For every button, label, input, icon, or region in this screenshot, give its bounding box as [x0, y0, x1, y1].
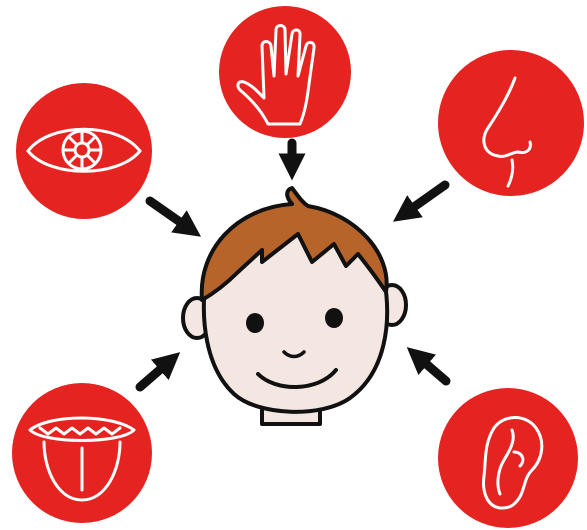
left-eye [246, 313, 264, 333]
nose-smell [438, 50, 584, 196]
ear-hearing [438, 388, 578, 528]
hand-touch [219, 6, 351, 138]
arrow-from-nose [404, 185, 445, 214]
arrow-from-ear [417, 356, 446, 381]
child-face-icon [183, 188, 406, 424]
eye-sight [16, 83, 152, 219]
right-eye [325, 308, 343, 328]
arrow-from-mouth [140, 361, 170, 387]
arrow-from-eye [150, 201, 190, 229]
mouth-taste [12, 383, 152, 523]
